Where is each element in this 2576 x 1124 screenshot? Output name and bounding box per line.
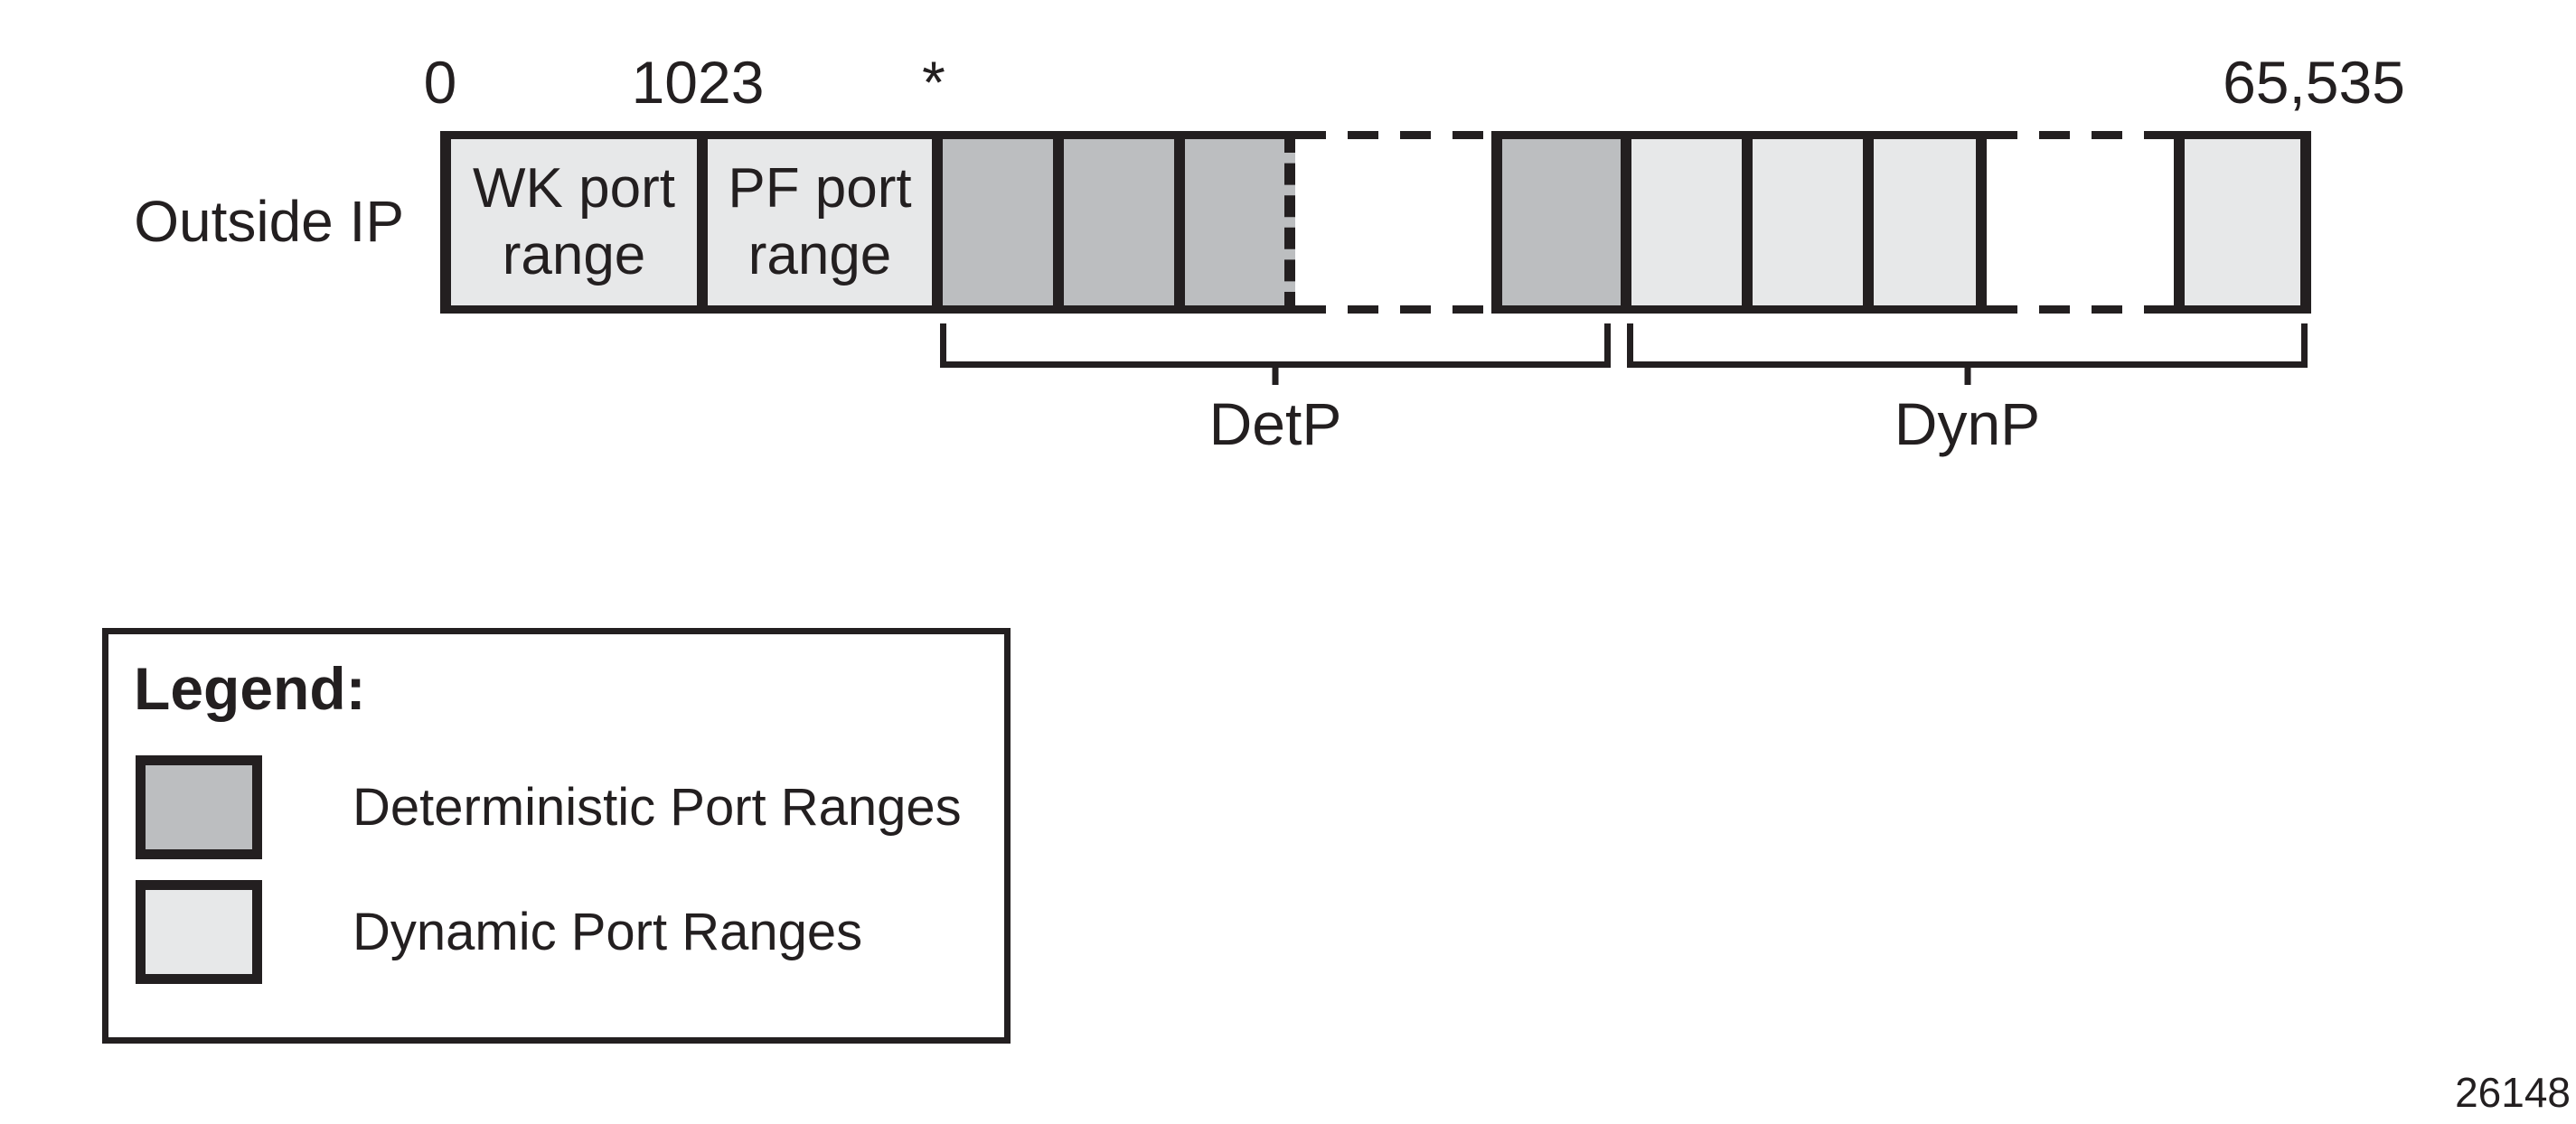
scale-label-asterisk: * xyxy=(922,49,945,116)
dynamic-box xyxy=(1621,131,1742,314)
legend-item: Dynamic Port Ranges xyxy=(136,880,862,984)
detp-bracket-label: DetP xyxy=(1208,390,1342,457)
dynamic-box xyxy=(1742,131,1863,314)
scale-label-zero: 0 xyxy=(423,49,457,116)
ellipsis-gap xyxy=(1987,131,2174,314)
dynamic-box xyxy=(1863,131,1987,314)
dynp-bracket: DynP xyxy=(1627,323,2308,457)
dynamic-swatch xyxy=(136,880,262,984)
port-range-bar: WK port range PF port range xyxy=(440,131,2311,314)
deterministic-legend-label: Deterministic Port Ranges xyxy=(353,777,962,837)
wk-port-range-label: WK port range xyxy=(473,157,675,286)
legend-title: Legend: xyxy=(134,655,366,722)
detp-bracket-tick xyxy=(1272,368,1279,385)
pf-port-range-label: PF port range xyxy=(728,157,912,286)
dynamic-box xyxy=(2174,131,2311,314)
pf-port-range-box: PF port range xyxy=(697,131,932,314)
dynp-bracket-label: DynP xyxy=(1894,390,2041,457)
dynamic-legend-label: Dynamic Port Ranges xyxy=(353,902,863,961)
detp-bracket: DetP xyxy=(940,323,1611,457)
detp-bracket-frame xyxy=(940,323,1611,368)
deterministic-box xyxy=(1491,131,1621,314)
legend-box: Legend: Deterministic Port Ranges Dynami… xyxy=(102,628,1011,1044)
deterministic-box xyxy=(1174,131,1295,314)
figure-number: 26148 xyxy=(2455,1069,2571,1116)
scale-label-65535: 65,535 xyxy=(2223,49,2405,116)
deterministic-box xyxy=(1053,131,1174,314)
deterministic-box xyxy=(932,131,1053,314)
outside-ip-label: Outside IP xyxy=(134,189,404,254)
dynp-bracket-tick xyxy=(1964,368,1970,385)
ellipsis-gap xyxy=(1295,131,1491,314)
wk-port-range-box: WK port range xyxy=(440,131,697,314)
scale-label-1023: 1023 xyxy=(631,49,765,116)
dynp-bracket-frame xyxy=(1627,323,2308,368)
legend-item: Deterministic Port Ranges xyxy=(136,755,962,859)
deterministic-swatch xyxy=(136,755,262,859)
